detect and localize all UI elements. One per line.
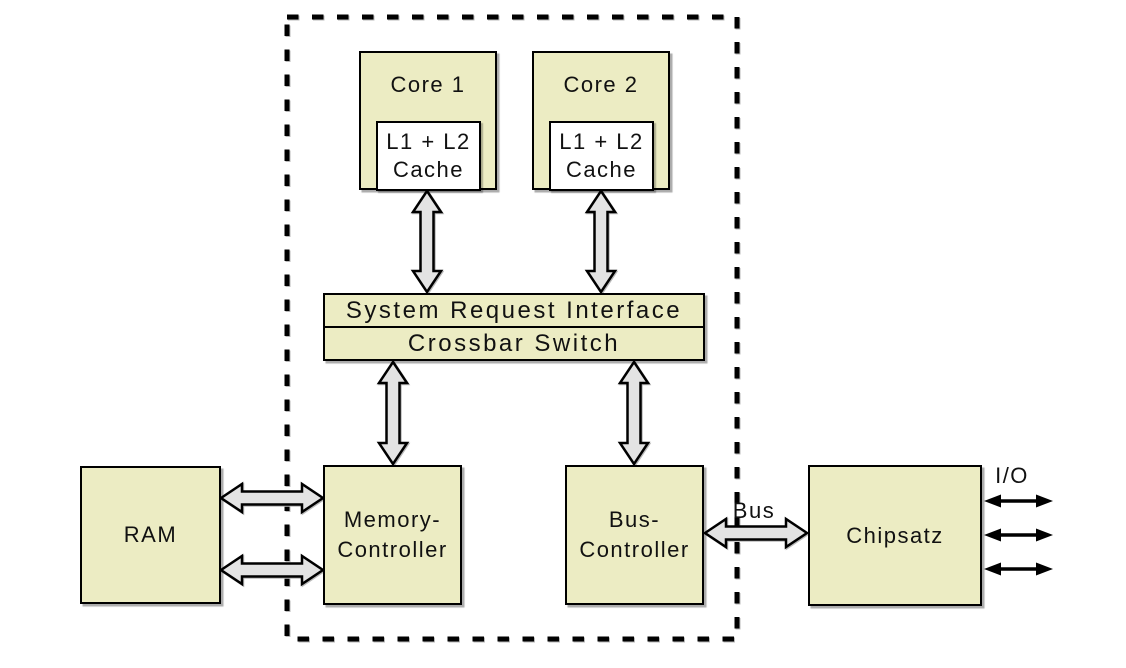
core1-title: Core 1 [390, 72, 466, 97]
chipset-box: Chipsatz [808, 465, 982, 606]
core1-box: Core 1 L1 + L2 Cache [359, 51, 497, 191]
core2-cache-line2: Cache [565, 156, 638, 182]
bus-controller-box: Bus- Controller [565, 465, 704, 605]
bus-controller-line1: Bus- [608, 507, 661, 532]
crossbar-switch-bar: Crossbar Switch [325, 326, 703, 359]
core1-cache-box: L1 + L2 Cache [376, 120, 481, 191]
bus-controller-line2: Controller [579, 537, 690, 562]
arrow-bus-controller-chipset [702, 516, 810, 550]
arrow-core2-sri [584, 188, 618, 295]
ram-box: RAM [80, 466, 221, 604]
arrow-ram-memory-controller-upper [218, 481, 326, 515]
memory-controller-line2: Controller [337, 537, 448, 562]
arrow-crossbar-bus-controller [617, 359, 651, 467]
bus-connection-label: Bus [732, 498, 776, 523]
core2-cache-box: L1 + L2 Cache [549, 120, 654, 191]
cpu-die-dashed-border [284, 14, 740, 642]
memory-controller-line1: Memory- [343, 507, 442, 532]
core1-cache-line1: L1 + L2 [386, 128, 471, 154]
arrow-crossbar-memory-controller [376, 359, 410, 467]
io-label: I/O [995, 463, 1029, 488]
core1-cache-line2: Cache [392, 156, 465, 182]
core2-box: Core 2 L1 + L2 Cache [532, 51, 670, 191]
core2-title: Core 2 [563, 72, 639, 97]
io-arrow-3 [984, 562, 1053, 576]
arrow-ram-memory-controller-lower [218, 553, 326, 587]
interconnect-bars: System Request Interface Crossbar Switch [323, 293, 705, 361]
arrow-core1-sri [410, 188, 444, 295]
io-arrow-1 [984, 494, 1053, 508]
chipset-label: Chipsatz [846, 522, 944, 548]
ram-label: RAM [123, 522, 178, 547]
io-arrow-2 [984, 528, 1053, 542]
system-request-interface-bar: System Request Interface [345, 296, 683, 324]
memory-controller-box: Memory- Controller [323, 465, 462, 605]
core2-cache-line1: L1 + L2 [559, 128, 644, 154]
